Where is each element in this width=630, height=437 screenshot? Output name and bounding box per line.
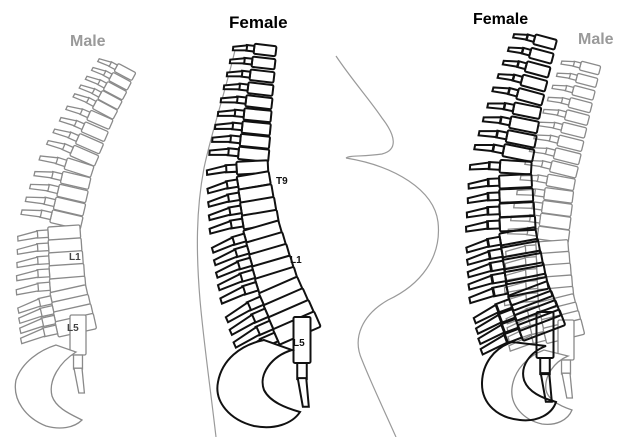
female-spine-panel: Female T9 L1 L5 [197, 13, 438, 437]
male-spine-drawing [15, 54, 136, 428]
overlay-male-title: Male [578, 31, 614, 48]
overlay-female-vertebra [474, 138, 534, 162]
male-l5-label: L5 [67, 323, 79, 334]
female-l5-label: L5 [293, 338, 305, 349]
overlay-female-vertebra [513, 29, 557, 50]
overlay-female-vertebra [470, 158, 532, 174]
female-vertebra [233, 41, 277, 56]
female-t9-label: T9 [276, 176, 288, 187]
female-spine-drawing [206, 41, 321, 427]
female-title: Female [229, 13, 288, 32]
overlay-female-title: Female [473, 11, 528, 28]
female-l1-label: L1 [290, 255, 302, 266]
male-sacrum [15, 345, 82, 428]
overlay-male-spine-drawing [504, 56, 601, 424]
overlay-female-vertebra [487, 97, 541, 119]
overlay-female-vertebra [492, 81, 544, 105]
male-spine-panel: Male L1 L5 [15, 33, 136, 428]
overlay-male-vertebra [561, 56, 601, 75]
male-title: Male [70, 33, 106, 50]
overlay-spine-panel: Female Male [465, 11, 614, 424]
female-vertebra [294, 317, 311, 407]
female-sacrum [217, 340, 300, 427]
male-l1-label: L1 [69, 252, 81, 263]
